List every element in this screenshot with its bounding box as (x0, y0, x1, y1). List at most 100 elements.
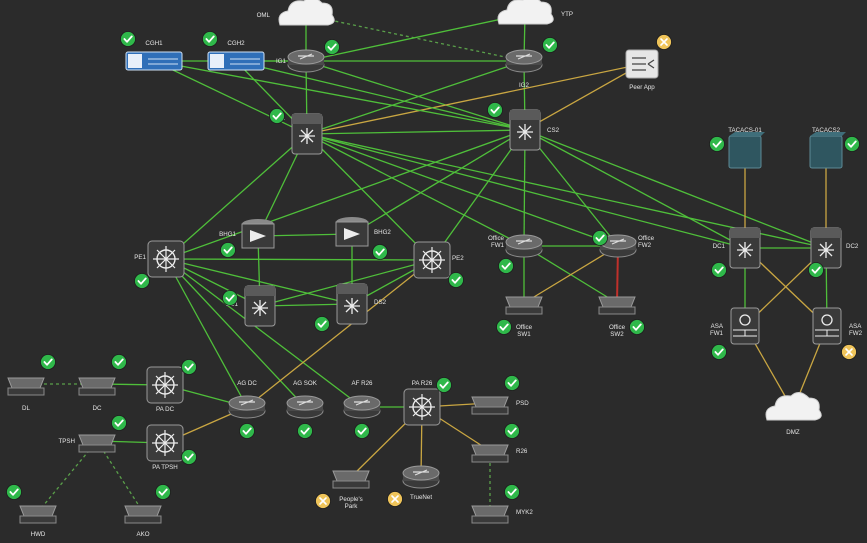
node-ds1[interactable]: DS1 (222, 285, 276, 327)
node-label: TPSH (58, 438, 75, 445)
switch-icon (471, 396, 509, 415)
link-cgh1-cs2 (153, 60, 526, 131)
node-afr26[interactable]: AF R26 (343, 380, 381, 439)
node-label: TACACS2 (812, 127, 841, 134)
link-pe1-ds2 (165, 258, 353, 305)
status-ok-icon (372, 244, 388, 260)
link-cs2-pe2 (431, 129, 526, 261)
link-cs2-dc1 (524, 129, 746, 249)
link-cs2-bhg2 (351, 129, 526, 235)
link-cgh2-cs2 (235, 60, 526, 131)
node-agsok[interactable]: AG SOK (286, 380, 324, 439)
node-label-line: FW1 (491, 242, 505, 249)
status-ok-icon (314, 316, 330, 332)
node-label-line: ASA (711, 323, 724, 330)
node-ig1[interactable]: IG1 (276, 39, 340, 73)
node-myk2[interactable]: MYK2 (471, 484, 533, 524)
node-cs2[interactable]: CS2 (487, 102, 560, 151)
status-ok-icon (592, 230, 608, 246)
node-pe2[interactable]: PE2 (413, 241, 464, 288)
node-padc[interactable]: PA DC (146, 359, 197, 414)
status-ok-icon (181, 359, 197, 375)
node-label: IG1 (276, 58, 287, 65)
node-dmz[interactable]: DMZ (765, 392, 822, 436)
link-cs1-cs2 (306, 129, 526, 135)
node-label: R26 (516, 448, 528, 455)
node-label: PA DC (156, 406, 175, 413)
link-cs2-pe1 (165, 129, 526, 260)
node-label-line: FW2 (849, 330, 863, 337)
status-warning-icon (387, 491, 403, 507)
node-peerapp[interactable]: Peer App (625, 34, 672, 92)
router-icon (286, 395, 324, 419)
node-dc1[interactable]: DC1 (711, 227, 761, 278)
node-cgh1[interactable]: CGH1 (120, 31, 183, 71)
node-bhg1[interactable]: BHG1 (219, 219, 275, 258)
node-label: AF R26 (352, 380, 374, 387)
link-pe2-agdc (246, 259, 433, 408)
node-label-line: ASA (849, 323, 862, 330)
switch-icon (332, 470, 370, 489)
node-dc2[interactable]: DC2 (808, 227, 859, 278)
node-label: DC (93, 405, 102, 412)
status-ok-icon (844, 136, 860, 152)
switch-icon (471, 505, 509, 524)
node-patpsh[interactable]: PA TPSH (146, 424, 197, 471)
node-tpsh[interactable]: TPSH (58, 415, 127, 453)
link-officefw2-officesw1 (523, 245, 619, 304)
node-ig2[interactable]: IG2 (505, 37, 558, 90)
link-pe1-agdc (165, 258, 248, 408)
status-ok-icon (504, 423, 520, 439)
node-tacacs2[interactable]: TACACS2 (809, 127, 860, 169)
node-label: DS2 (374, 299, 387, 306)
status-ok-icon (111, 415, 127, 431)
node-psd[interactable]: PSD (471, 375, 529, 415)
node-oml[interactable]: OML (257, 0, 335, 26)
node-dl[interactable]: DL (7, 354, 56, 413)
node-par26[interactable]: PA R26 (403, 377, 452, 426)
server-box-icon (728, 132, 765, 169)
link-cs2-officefw2 (524, 129, 619, 247)
node-agdc[interactable]: AG DC (228, 380, 266, 439)
link-pe1-agsok (165, 258, 306, 408)
node-label: AG SOK (293, 380, 318, 387)
core-switch-icon (291, 113, 323, 155)
node-bhg2[interactable]: BHG2 (335, 217, 391, 260)
status-warning-icon (656, 34, 672, 50)
node-cgh2[interactable]: CGH2 (202, 31, 265, 71)
node-r26[interactable]: R26 (471, 423, 528, 463)
node-ytp[interactable]: YTP (497, 0, 573, 25)
status-ok-icon (808, 262, 824, 278)
node-ds2[interactable]: DS2 (314, 283, 387, 332)
node-pe1[interactable]: PE1 (134, 240, 185, 289)
core-switch-icon (336, 283, 368, 325)
node-hwd[interactable]: HWD (6, 484, 57, 539)
node-dc[interactable]: DC (78, 354, 127, 413)
router-icon (402, 465, 440, 489)
link-cs1-pe2 (306, 133, 433, 261)
node-truenet[interactable]: TrueNet (387, 465, 440, 507)
node-cs1[interactable]: CS1 (269, 108, 323, 155)
core-switch-icon (244, 285, 276, 327)
status-ok-icon (711, 344, 727, 360)
core-switch-icon (509, 109, 541, 151)
node-tacacs01[interactable]: TACACS-01 (709, 127, 766, 169)
status-ok-icon (269, 108, 285, 124)
status-ok-icon (6, 484, 22, 500)
status-ok-icon (239, 423, 255, 439)
status-ok-icon (222, 290, 238, 306)
node-ako[interactable]: AKO (124, 484, 171, 539)
bandwidth-icon (335, 217, 369, 247)
server-icon (625, 49, 659, 79)
router-icon (287, 49, 325, 73)
status-ok-icon (629, 319, 645, 335)
